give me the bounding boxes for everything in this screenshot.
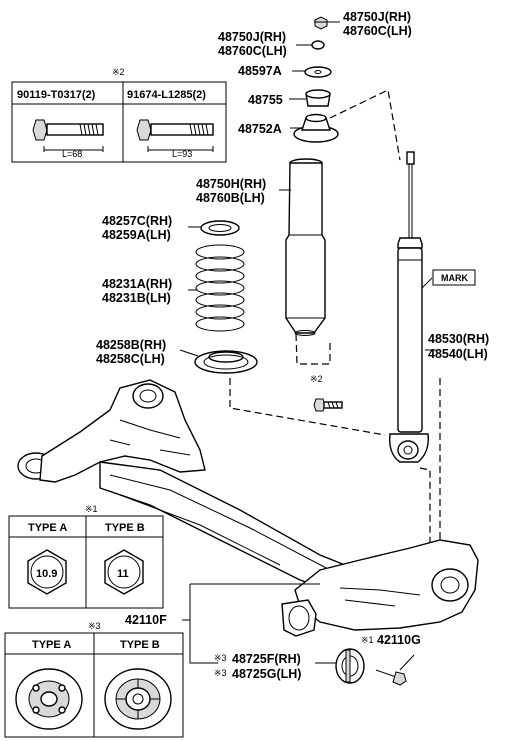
label-bumper: 48755 bbox=[248, 93, 283, 107]
bushing-type-box: ※3 TYPE A TYPE B bbox=[4, 621, 184, 738]
bolt-spec-box: ※2 90119-T0317(2) 91674-L1285(2) L=68 L=… bbox=[11, 67, 227, 163]
label-bellows-a: 48750H(RH) bbox=[196, 177, 266, 191]
label-nut-left-a: 48750J(RH) bbox=[218, 30, 286, 44]
box3-mark: ※3 bbox=[88, 621, 101, 631]
label-absorber-b: 48540(LH) bbox=[428, 347, 488, 361]
box3-type-b: TYPE B bbox=[120, 639, 160, 651]
box2-mark: ※2 bbox=[112, 67, 125, 77]
label-axle: 42110F bbox=[125, 613, 167, 627]
box1-val-a: 10.9 bbox=[36, 568, 57, 580]
nut-type-box: ※1 TYPE A TYPE B 10.9 11 bbox=[8, 504, 164, 609]
label-bushing-a-mark: ※3 bbox=[214, 653, 227, 663]
long-bolt-icon bbox=[136, 119, 214, 141]
bellows-part bbox=[285, 158, 326, 336]
box2-col1: 90119-T0317(2) bbox=[17, 89, 96, 101]
short-bolt-icon bbox=[32, 119, 104, 141]
bushing-type-b-icon bbox=[104, 668, 172, 730]
bushing-part bbox=[335, 648, 365, 684]
label-bolt-g-mark: ※1 bbox=[361, 635, 374, 645]
label-nut-b: 48760C(LH) bbox=[343, 24, 412, 38]
support-part bbox=[293, 113, 339, 143]
label-bellows-b: 48760B(LH) bbox=[196, 191, 265, 205]
label-nut-left-b: 48760C(LH) bbox=[218, 44, 287, 58]
label-spring-a: 48231A(RH) bbox=[102, 277, 172, 291]
box1-type-b: TYPE B bbox=[105, 522, 145, 534]
box2-col2: 91674-L1285(2) bbox=[127, 89, 206, 101]
label-bushing-b-mark: ※3 bbox=[214, 668, 227, 678]
label-mark: MARK bbox=[441, 273, 468, 283]
axle-bolt-part bbox=[375, 669, 407, 686]
label-spring-b: 48231B(LH) bbox=[102, 291, 171, 305]
box1-val-b: 11 bbox=[117, 568, 129, 580]
box2-len2: L=93 bbox=[172, 149, 192, 159]
nut-type-a-icon: 10.9 bbox=[27, 549, 67, 595]
label-nut-a: 48750J(RH) bbox=[343, 10, 411, 24]
box1-mark: ※1 bbox=[85, 504, 98, 514]
label-upper-insulator-a: 48257C(RH) bbox=[102, 214, 172, 228]
bumper-part bbox=[305, 89, 331, 107]
cushion-part bbox=[304, 66, 332, 78]
bushing-type-a-icon bbox=[15, 668, 83, 730]
lower-insulator-part bbox=[194, 350, 258, 374]
box3-type-a: TYPE A bbox=[32, 639, 71, 651]
label-lower-insulator-b: 48258C(LH) bbox=[96, 352, 165, 366]
label-upper-insulator-b: 48259A(LH) bbox=[102, 228, 171, 242]
box1-type-a: TYPE A bbox=[28, 522, 67, 534]
label-bushing-b: 48725G(LH) bbox=[232, 667, 301, 681]
label-bolt-mark2: ※2 bbox=[310, 374, 323, 384]
nut-type-b-icon: 11 bbox=[104, 549, 144, 595]
label-cushion: 48597A bbox=[238, 64, 282, 78]
coil-spring-part bbox=[195, 244, 245, 332]
label-bushing-a: 48725F(RH) bbox=[232, 652, 301, 666]
shock-absorber-part bbox=[389, 151, 429, 463]
upper-insulator-part bbox=[200, 220, 240, 236]
label-bolt-g: 42110G bbox=[377, 633, 421, 647]
label-absorber-a: 48530(RH) bbox=[428, 332, 489, 346]
shock-mount-bolt bbox=[313, 398, 343, 412]
label-lower-insulator-a: 48258B(RH) bbox=[96, 338, 166, 352]
axle-beam-part bbox=[17, 379, 479, 637]
box2-len1: L=68 bbox=[62, 149, 82, 159]
label-support: 48752A bbox=[238, 122, 282, 136]
